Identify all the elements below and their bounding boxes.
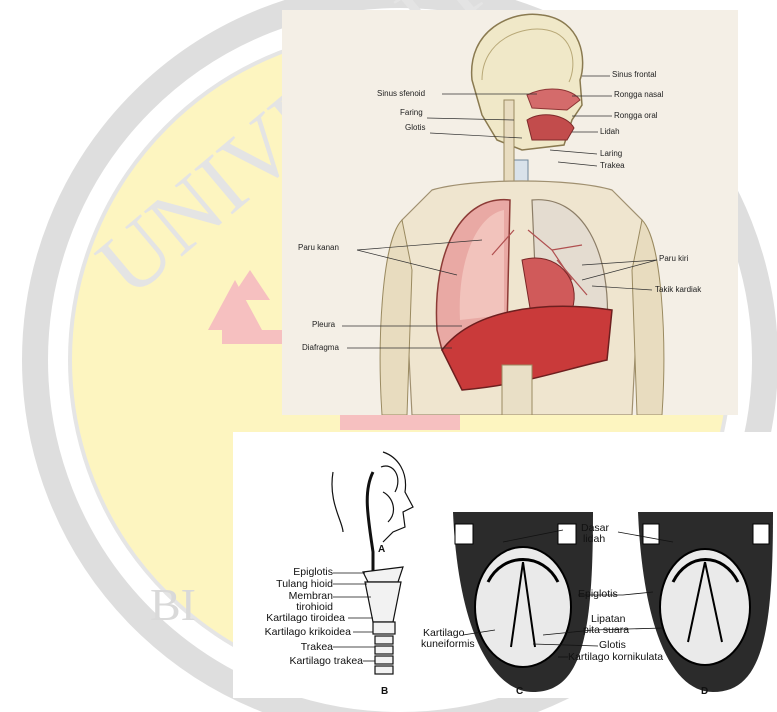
- label-b-trakea: Trakea: [301, 642, 333, 653]
- figure-letter-a: A: [378, 544, 385, 555]
- label-takik-kardiak: Takik kardiak: [655, 286, 701, 294]
- label-kartilago-kornikulata: Kartilago kornikulata: [568, 652, 663, 663]
- left-arm: [380, 220, 412, 415]
- label-lidah: lidah: [583, 534, 605, 545]
- label-b-epiglotis: Epiglotis: [293, 567, 333, 578]
- label-b-kartilago-trakea: Kartilago trakea: [289, 656, 363, 667]
- figure-b-larynx-front: [363, 567, 403, 674]
- label-c-kuneiformis: kuneiformis: [421, 639, 475, 650]
- label-pita-suara: pita suara: [583, 625, 629, 636]
- figure-a-head-profile: [332, 452, 413, 582]
- lower-spine: [502, 365, 532, 415]
- label-sinus-sfenoid: Sinus sfenoid: [377, 90, 425, 98]
- label-rongga-nasal: Rongga nasal: [614, 91, 663, 99]
- watermark-lower-text: BI: [150, 579, 196, 630]
- label-glotis: Glotis: [405, 124, 425, 132]
- respiratory-system-figure: Sinus frontal Sinus sfenoid Rongga nasal…: [282, 10, 738, 415]
- label-lidah: Lidah: [600, 128, 620, 136]
- figure-letter-b: B: [381, 686, 388, 697]
- label-b-kartilago-krikoidea: Kartilago krikoidea: [265, 627, 351, 638]
- right-arm: [632, 220, 664, 415]
- label-sinus-frontal: Sinus frontal: [612, 71, 656, 79]
- larynx-figure: A B C D Epiglotis Tulang hioid Membran t…: [233, 432, 775, 698]
- label-faring: Faring: [400, 109, 423, 117]
- label-trakea: Trakea: [600, 162, 625, 170]
- label-b-tulang-hioid: Tulang hioid: [276, 579, 333, 590]
- label-paru-kiri: Paru kiri: [659, 255, 688, 263]
- figure-c-laryngoscopic-view: [453, 512, 593, 692]
- figure-letter-c: C: [516, 686, 523, 697]
- label-b-kartilago-tiroidea: Kartilago tiroidea: [266, 613, 345, 624]
- label-paru-kanan: Paru kanan: [298, 244, 339, 252]
- label-diafragma: Diafragma: [302, 344, 339, 352]
- label-c-epiglotis: Epiglotis: [578, 589, 618, 600]
- label-pleura: Pleura: [312, 321, 335, 329]
- figure-letter-d: D: [701, 686, 708, 697]
- respiratory-illustration: [282, 10, 738, 415]
- label-laring: Laring: [600, 150, 622, 158]
- label-rongga-oral: Rongga oral: [614, 112, 658, 120]
- label-glotis: Glotis: [599, 640, 626, 651]
